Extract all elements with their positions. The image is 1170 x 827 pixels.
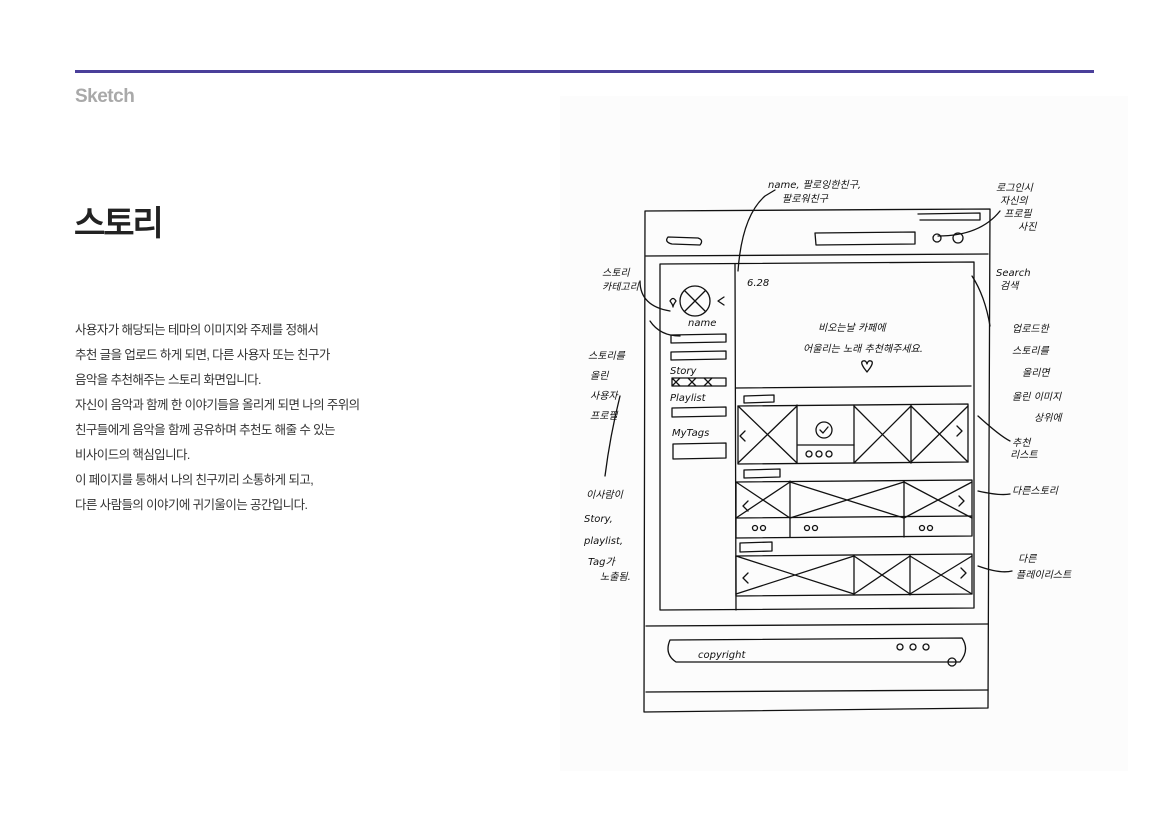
sketch-note: Story,	[584, 514, 613, 525]
sketch-story-label: Story	[670, 366, 697, 377]
sketch-search-icon	[932, 233, 942, 243]
sketch-heart-icon	[861, 360, 873, 373]
sketch-recommend-row	[737, 403, 969, 465]
description-line: 음악을 추천해주는 스토리 화면입니다.	[75, 373, 262, 387]
sketch-note: 검색	[1000, 280, 1020, 292]
sketch-date: 6.28	[747, 278, 769, 289]
sketch-note: 팔로워친구	[782, 193, 829, 205]
sketch-header	[645, 253, 989, 257]
sketch-note: name, 팔로잉한친구,	[768, 179, 861, 191]
sketch-note: 추천	[1012, 437, 1032, 449]
sketch-footer-copyright: copyright	[698, 650, 746, 661]
sketch-note: 다른스토리	[1012, 485, 1059, 497]
description-line: 비사이드의 핵심입니다.	[75, 448, 190, 462]
sketch-search-box	[814, 231, 916, 246]
sketch-note: 노출됨.	[600, 571, 631, 583]
sketch-note: Tag가	[588, 556, 617, 568]
description-line: 추천 글을 업로드 하게 되면, 다른 사용자 또는 친구가	[75, 348, 330, 362]
wireframe-sketch: name Story Playlist MyTags 6.28 비오는날 카페에…	[583, 179, 1072, 713]
description-line: 자신이 음악과 함께 한 이야기들을 올리게 되면 나의 주위의	[75, 398, 360, 412]
section-label: Sketch	[75, 86, 135, 107]
sketch-mytags-label: MyTags	[672, 428, 709, 439]
sketch-footer-box	[667, 637, 967, 663]
description-line: 사용자가 해당되는 테마의 이미지와 주제를 정해서	[75, 323, 319, 337]
sketch-note: 리스트	[1010, 449, 1038, 461]
sketch-note: Search	[996, 268, 1031, 279]
sketch-note: 프로필	[1004, 208, 1032, 220]
sketch-note: 사용자	[590, 390, 619, 402]
sketch-note: 스토리를	[588, 350, 626, 362]
sketch-note: 사진	[1018, 221, 1037, 233]
description-line: 이 페이지를 통해서 나의 친구끼리 소통하게 되고,	[75, 473, 314, 487]
header-rule	[75, 70, 1094, 73]
sketch-playlist-label: Playlist	[670, 393, 707, 404]
sketch-avatar	[679, 285, 711, 317]
sketch-note: 자신의	[1000, 195, 1028, 207]
sketch-logo-pill	[666, 236, 703, 246]
sketch-profile-name: name	[688, 318, 716, 329]
page-title: 스토리	[74, 205, 164, 243]
sketch-note: 올리면	[1022, 367, 1051, 379]
sketch-panel: name Story Playlist MyTags 6.28 비오는날 카페에…	[560, 96, 1128, 771]
sketch-other-story-row	[735, 479, 973, 539]
sketch-note: 로그인시	[996, 182, 1034, 194]
description-line: 다른 사람들의 이야기에 귀기울이는 공간입니다.	[75, 498, 308, 512]
sketch-note: 올린 이미지	[1012, 391, 1062, 403]
sketch-banner-line: 어울리는 노래 추천해주세요.	[803, 343, 923, 355]
sketch-note: 프로필	[590, 410, 618, 422]
sketch-note: 업로드한	[1012, 323, 1051, 335]
sketch-frame	[643, 208, 991, 713]
sketch-note: 상위에	[1034, 412, 1063, 424]
sketch-note: playlist,	[583, 536, 623, 547]
sketch-note: 스토리를	[1012, 345, 1050, 357]
sketch-note: 스토리	[602, 267, 630, 279]
sketch-note: 올린	[590, 370, 609, 382]
sketch-note: 이사람이	[586, 489, 624, 501]
description: 사용자가 해당되는 테마의 이미지와 주제를 정해서 추천 글을 업로드 하게 …	[75, 318, 435, 518]
sketch-content-frame	[659, 261, 975, 611]
sketch-note: 플레이리스트	[1016, 569, 1072, 581]
sketch-note: 다른	[1018, 553, 1037, 565]
sketch-note: 카테고리	[602, 281, 640, 293]
sketch-profile-icon	[952, 232, 964, 244]
sketch-banner-line: 비오는날 카페에	[818, 322, 887, 334]
description-line: 친구들에게 음악을 함께 공유하며 추천도 해줄 수 있는	[75, 423, 336, 437]
sketch-sidebar-divider	[734, 263, 737, 611]
